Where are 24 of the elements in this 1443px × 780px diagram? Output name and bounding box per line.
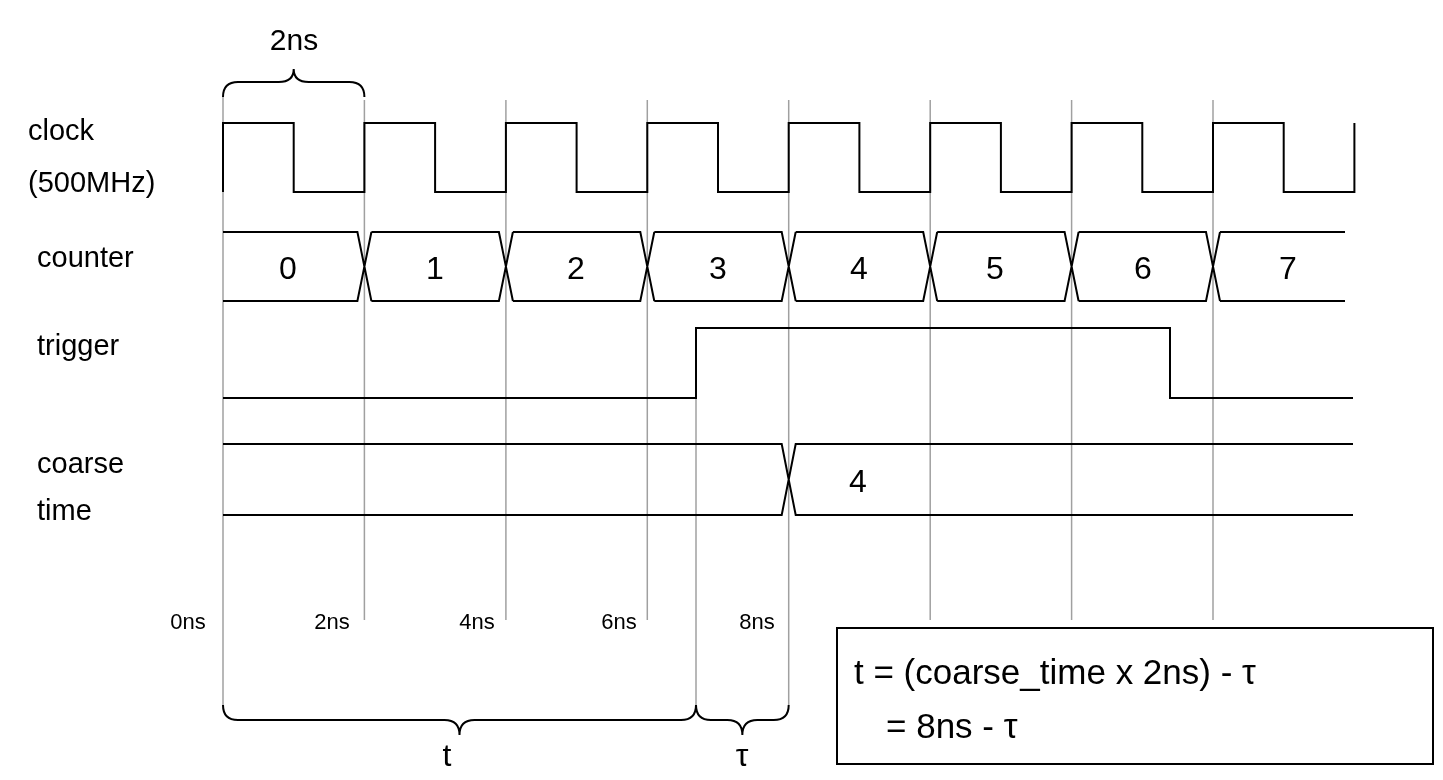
formula-box [836,627,1434,765]
formula-text: t = (coarse_time x 2ns) - τ [854,651,1256,693]
bus-value: 4 [849,462,867,500]
signal-name: clock (500MHz) [28,113,157,200]
bus-value: 2 [567,249,585,287]
time-tick-label: 6ns [601,609,637,635]
signal-name: counter [37,241,134,275]
signal-name: trigger [37,329,120,363]
bus-value: 3 [709,249,727,287]
interval-label: τ [735,736,749,774]
interval-label: t [442,736,452,774]
duration-label: 2ns [269,22,319,58]
bus-value: 1 [426,249,444,287]
formula-text: = 8ns - τ [886,705,1018,747]
time-tick-label: 0ns [170,609,206,635]
bus-value: 6 [1134,249,1152,287]
bus-value: 7 [1279,249,1297,287]
bus-value: 0 [279,249,297,287]
signal-name: coarse time [37,446,126,528]
bus-value: 5 [986,249,1004,287]
time-tick-label: 2ns [314,609,350,635]
time-tick-label: 8ns [739,609,775,635]
bus-value: 4 [850,249,868,287]
time-tick-label: 4ns [459,609,495,635]
